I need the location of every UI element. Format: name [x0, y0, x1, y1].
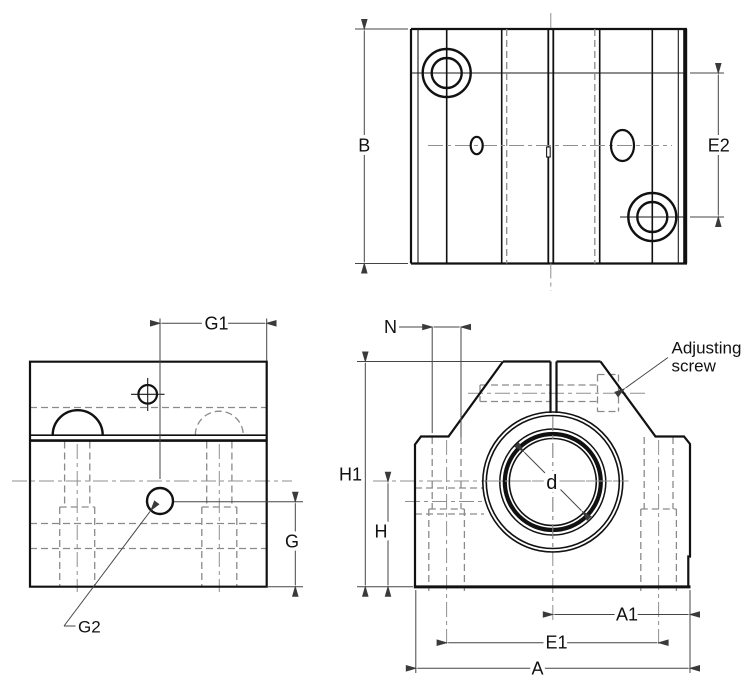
set-screw-hole [469, 135, 484, 156]
dimension-N: N [381, 314, 471, 437]
top-view-centerlines [428, 13, 672, 291]
oil-hole [609, 128, 636, 163]
dimension-d: d [514, 442, 592, 521]
label-g: G [285, 532, 299, 552]
side-view-centerlines [12, 444, 292, 592]
top-view-slit-lines [547, 29, 555, 264]
front-view-outline-right [599, 360, 692, 587]
front-view-outline-left [413, 360, 504, 587]
top-view: B E2 [355, 13, 733, 291]
side-view: G1 G G2 [12, 310, 303, 640]
top-view-hidden-lines [506, 29, 596, 264]
bore-centerline-overlay [486, 416, 629, 550]
g2-hole [145, 486, 175, 516]
counterbore-hole-inner-top-left [430, 56, 463, 90]
label-g2: G2 [78, 618, 101, 637]
label-h: H [375, 522, 388, 542]
dimension-G2-callout: G2 [63, 500, 160, 640]
front-view-slit [549, 361, 558, 413]
label-a: A [531, 658, 543, 678]
counterbore-hole-outer-top-left [421, 47, 472, 99]
counterbore-hole-inner-bottom-right [636, 200, 669, 234]
label-g1: G1 [204, 314, 228, 334]
dimension-G1: G1 [150, 310, 277, 479]
label-h1: H1 [339, 465, 362, 485]
adjusting-screw-hidden-hole [479, 373, 620, 413]
counterbore-hole-outer-bottom-right [627, 191, 678, 243]
side-view-outline [28, 360, 268, 588]
adjusting-screw-boss-dome [51, 409, 104, 436]
top-view-thin-lines [411, 29, 687, 264]
dimension-E2: E2 [690, 63, 733, 227]
dimension-A: A [405, 590, 700, 682]
dimension-G: G [174, 491, 303, 597]
front-view-bolt-hole-hidden-lines [415, 437, 678, 591]
label-e2: E2 [708, 136, 730, 156]
label-d: d [546, 472, 557, 494]
label-e1: E1 [545, 633, 567, 653]
label-adjusting-line2: screw [672, 357, 717, 376]
side-view-top-hole-crosshair [131, 378, 165, 411]
top-view-slit-notch [546, 146, 551, 158]
label-adjusting-line1: Adjusting [672, 339, 742, 358]
label-n: N [384, 317, 397, 337]
dimension-B: B [355, 19, 408, 274]
dimension-A1: A1 [542, 590, 700, 673]
housing-bore-outer-circle [481, 411, 624, 553]
top-view-face-lines [445, 29, 654, 264]
front-view: H1 H N d Adjusting screw A1 E1 [335, 314, 744, 682]
adjusting-screw-callout: Adjusting screw [614, 336, 744, 398]
label-a1: A1 [616, 605, 638, 625]
label-b: B [358, 136, 370, 156]
dimension-H: H [371, 471, 392, 597]
housing-bore-inner-circle [485, 414, 621, 550]
dimension-E1: E1 [436, 629, 669, 656]
